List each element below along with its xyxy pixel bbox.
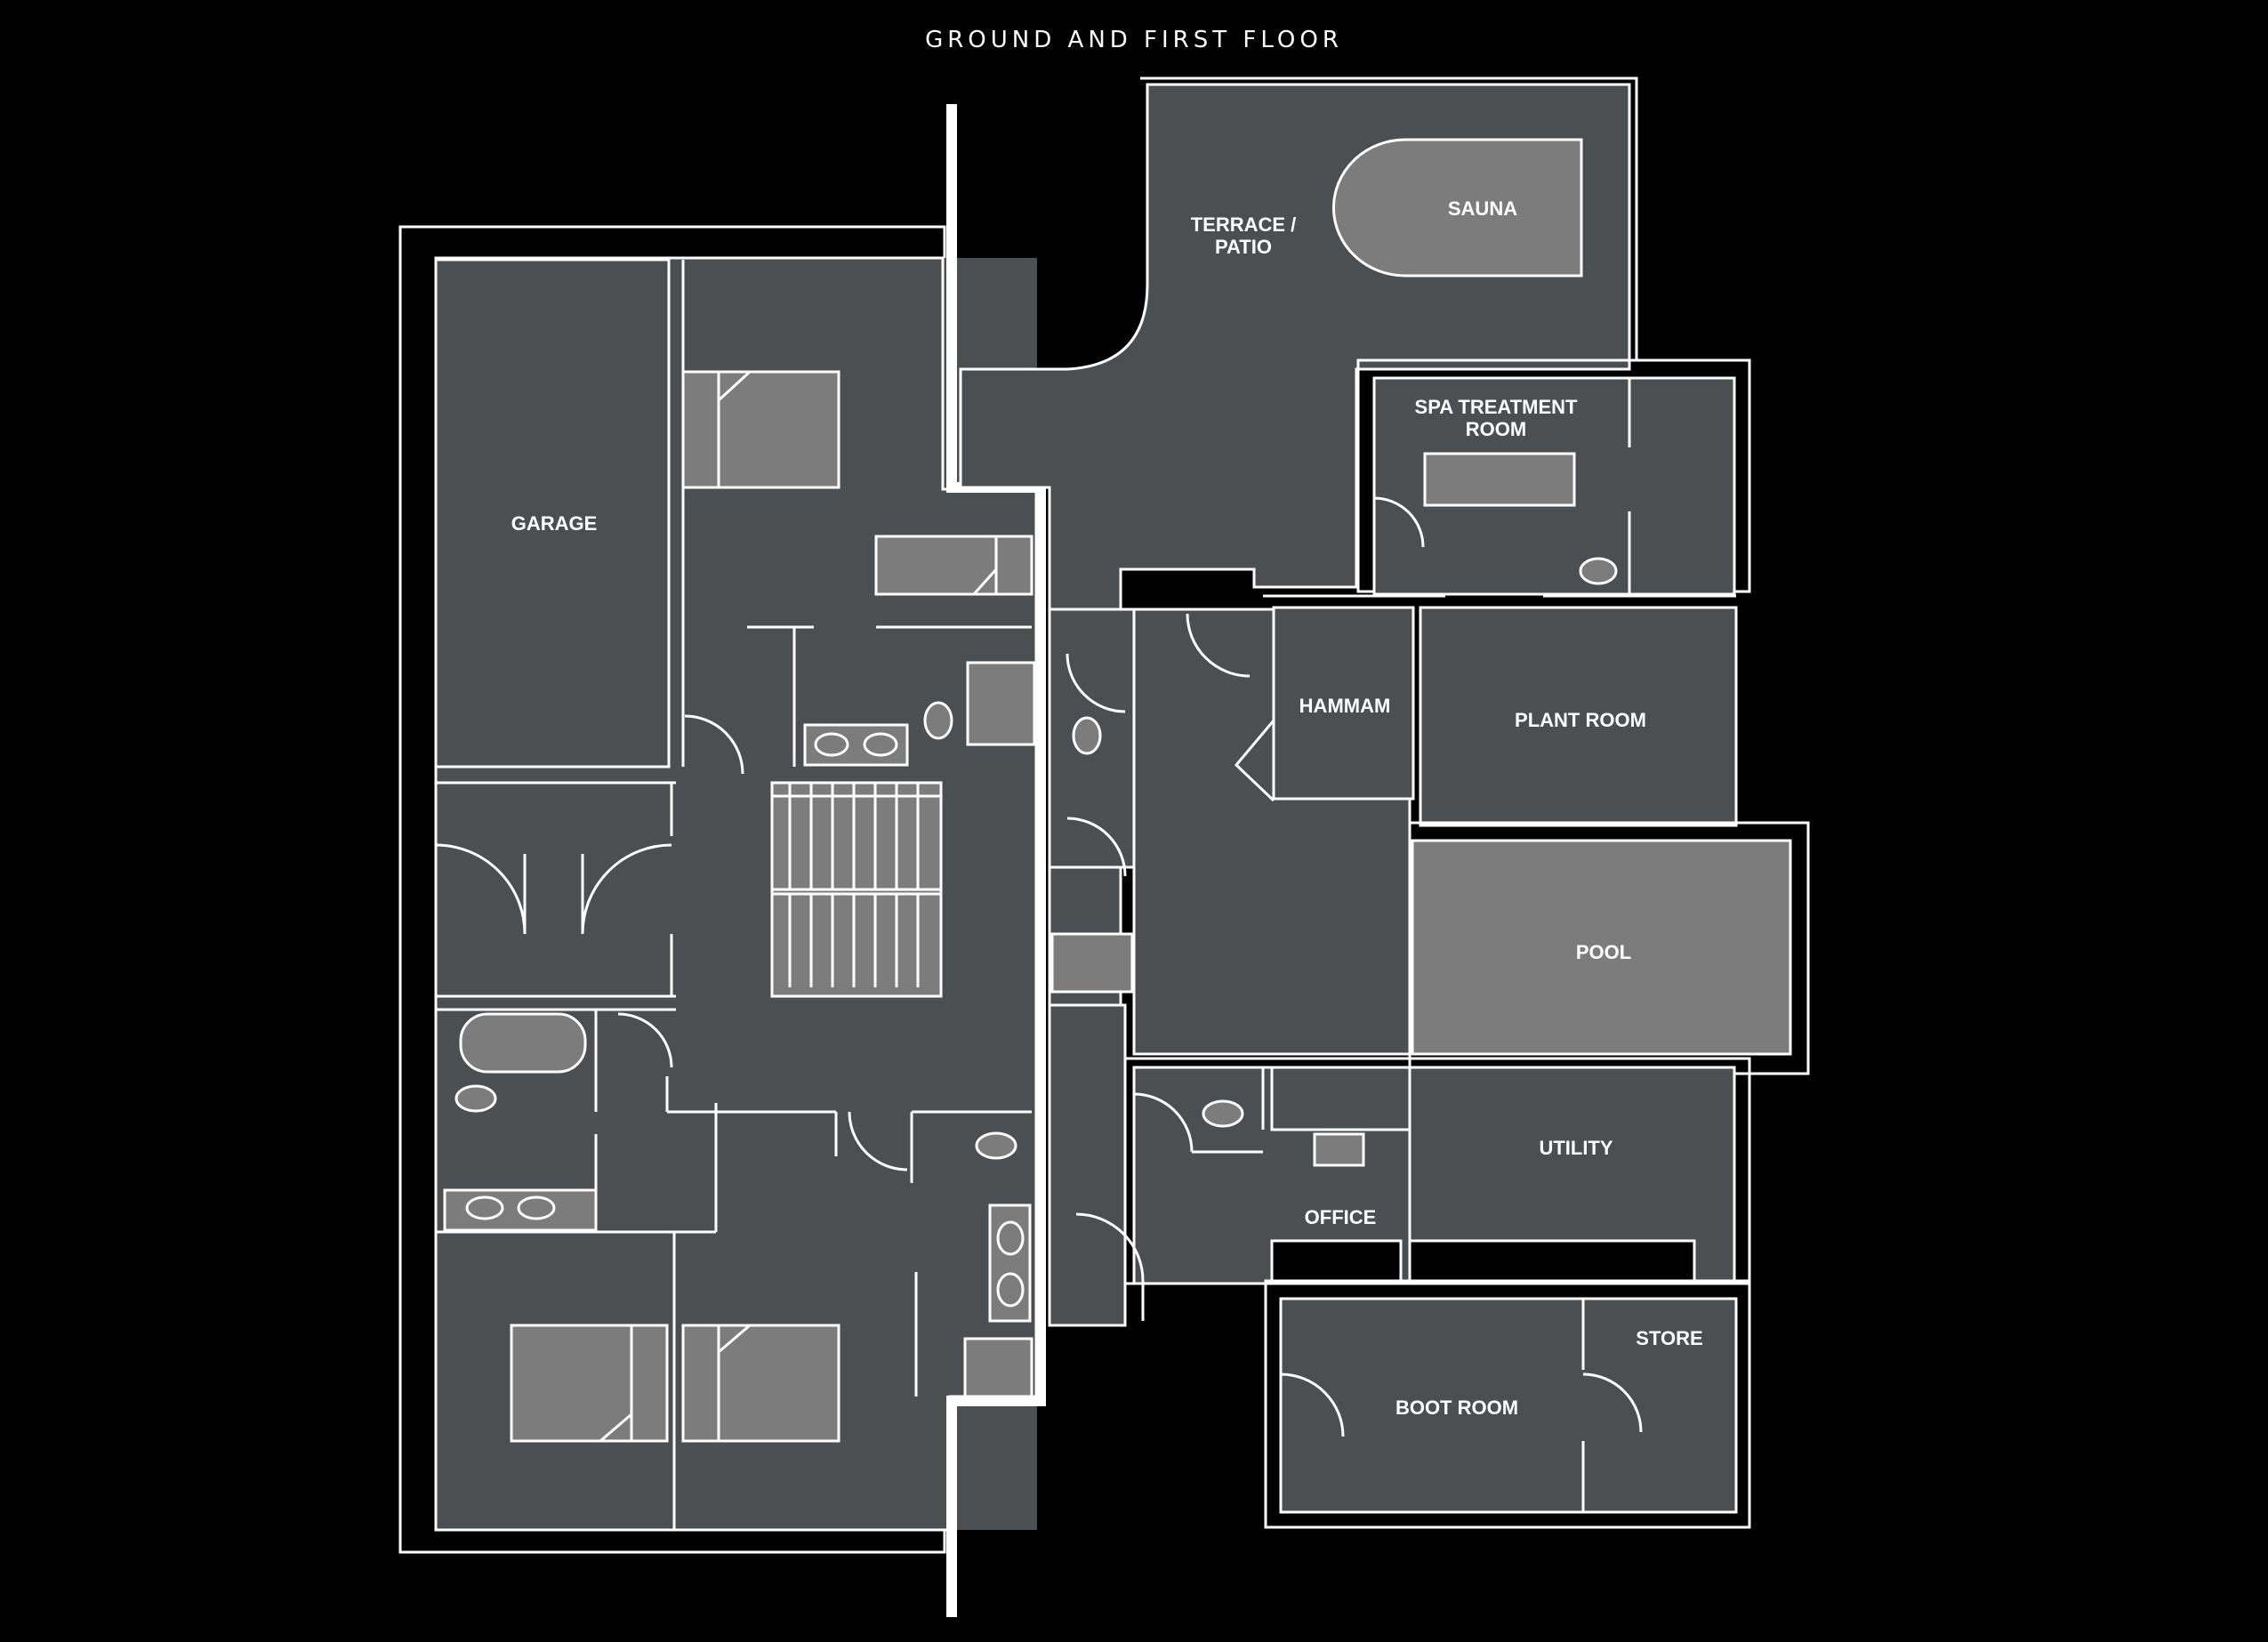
toilet-icon bbox=[975, 1131, 1017, 1160]
plant-room bbox=[1419, 606, 1738, 827]
room-label-plant-room: PLANT ROOM bbox=[1515, 709, 1646, 731]
plan-title: GROUND AND FIRST FLOOR bbox=[925, 27, 1343, 53]
garage-room bbox=[434, 258, 671, 769]
room-label-garage: GARAGE bbox=[511, 512, 598, 535]
section-divider bbox=[946, 104, 1046, 1617]
door-arc bbox=[617, 1012, 673, 1068]
toilet-icon bbox=[1579, 557, 1618, 585]
bedside-table bbox=[681, 370, 720, 489]
room-label-sauna: SAUNA bbox=[1448, 197, 1517, 220]
bed bbox=[717, 370, 840, 489]
door-arc bbox=[1066, 653, 1126, 713]
door-arc bbox=[1133, 1092, 1194, 1153]
door-arc bbox=[1582, 1372, 1643, 1433]
toilet-icon bbox=[923, 701, 953, 740]
sink-icon bbox=[814, 732, 849, 757]
utility-counter bbox=[1408, 1239, 1696, 1283]
room-label-spa-room: ROOM bbox=[1466, 418, 1526, 440]
hammam bbox=[1272, 606, 1415, 801]
door-arc bbox=[848, 1111, 908, 1171]
sink-icon bbox=[863, 732, 898, 757]
door-arc bbox=[1373, 496, 1425, 548]
room-label-terrace: TERRACE / bbox=[1191, 213, 1297, 236]
room-label-utility: UTILITY bbox=[1539, 1137, 1613, 1159]
shower-icon bbox=[963, 1337, 1033, 1398]
door-arc bbox=[684, 714, 744, 775]
bed bbox=[717, 1324, 840, 1443]
sink-icon bbox=[517, 1195, 556, 1220]
pool bbox=[1411, 839, 1792, 1056]
door-arc bbox=[1075, 1212, 1145, 1282]
toilet-icon bbox=[454, 1084, 497, 1113]
boot-room-store bbox=[1279, 1297, 1738, 1514]
shower-icon bbox=[1050, 932, 1134, 994]
sink-icon bbox=[996, 1220, 1025, 1256]
room-label-office: OFFICE bbox=[1305, 1206, 1377, 1228]
door-arc bbox=[1280, 1372, 1345, 1437]
bedside-table bbox=[630, 1324, 669, 1443]
office-desk bbox=[1270, 1239, 1403, 1283]
bed bbox=[510, 1324, 633, 1443]
toilet-icon bbox=[1072, 716, 1102, 755]
room-label-hammam: HAMMAM bbox=[1299, 695, 1391, 717]
corridor-lower bbox=[1048, 1003, 1127, 1327]
treatment-bed bbox=[1423, 452, 1576, 507]
shower-icon bbox=[966, 661, 1036, 746]
room-label-spa: SPA TREATMENT bbox=[1415, 396, 1578, 418]
door-arc bbox=[581, 843, 672, 935]
door-arc bbox=[435, 843, 527, 935]
right-wing: TERRACE / PATIO SAUNA SPA TREATMENT ROOM… bbox=[959, 76, 1810, 1529]
bed bbox=[874, 535, 1033, 596]
door-arc bbox=[1186, 613, 1251, 678]
staircase bbox=[770, 781, 943, 998]
room-label-patio: PATIO bbox=[1215, 236, 1272, 258]
sauna bbox=[1331, 138, 1583, 278]
terrace-patio bbox=[959, 83, 1631, 1247]
room-label-boot-room: BOOT ROOM bbox=[1395, 1397, 1518, 1419]
bedside-table bbox=[681, 1324, 720, 1443]
left-wing: GARAGE bbox=[398, 225, 1038, 1554]
sink-icon bbox=[996, 1272, 1025, 1308]
bathtub-icon bbox=[459, 1012, 587, 1074]
door-arc bbox=[1066, 817, 1127, 877]
office-chair-icon bbox=[1313, 1132, 1365, 1167]
toilet-icon bbox=[1202, 1099, 1244, 1128]
room-label-store: STORE bbox=[1636, 1327, 1702, 1349]
room-label-pool: POOL bbox=[1576, 941, 1631, 963]
sink-icon bbox=[465, 1195, 504, 1220]
